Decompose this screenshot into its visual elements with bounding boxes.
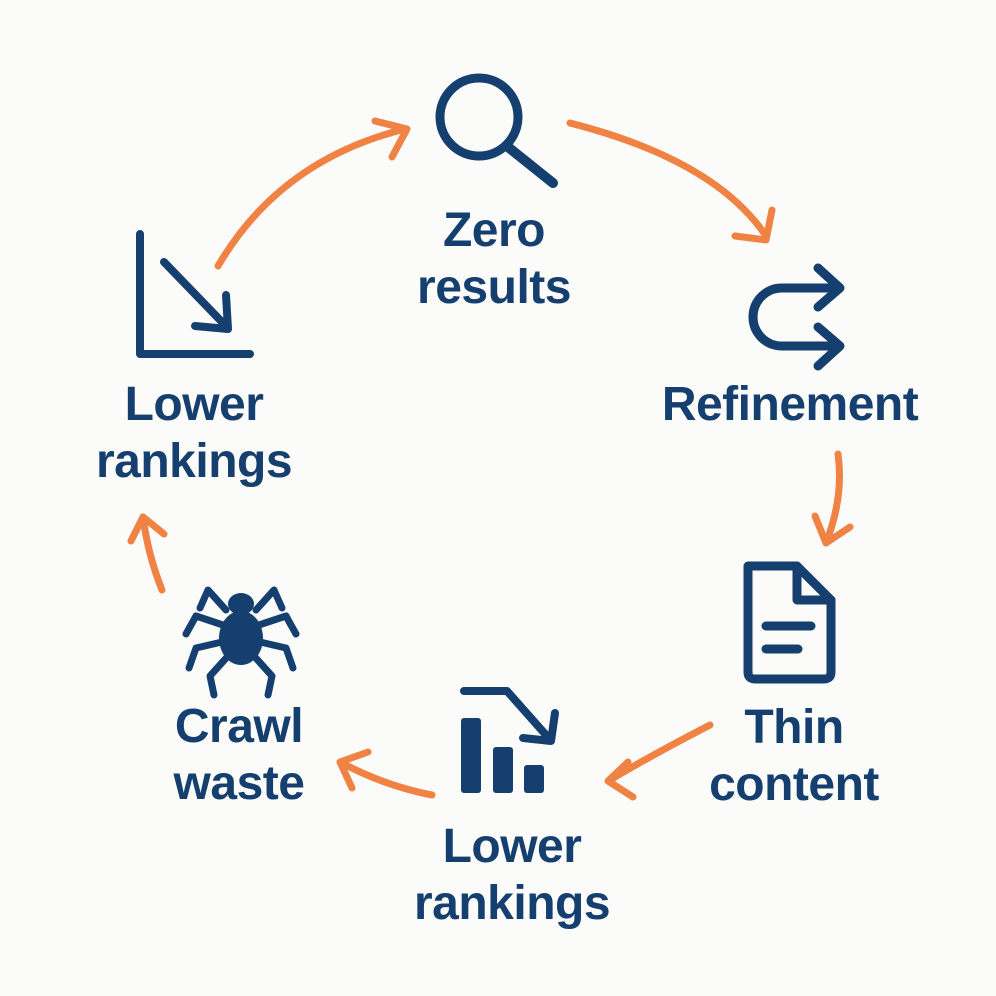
node-label-lower-rankings-bottom: Lower rankings [413,820,611,930]
arrow-lower-rankings-to-crawl [336,748,436,799]
node-label-refinement: Refinement [661,378,919,431]
redirect-arrow-icon [748,263,845,371]
node-label-thin-content: Thin content [709,701,879,811]
arrow-crawl-to-lower-rankings [127,513,168,594]
bar-chart-decline-icon [460,687,559,793]
search-icon [435,73,558,188]
document-icon [743,561,836,684]
arrow-zero-to-refinement [566,119,776,244]
node-label-crawl-waste: Crawl waste [173,700,305,810]
arrow-refinement-to-thin [811,450,854,547]
trend-down-icon [136,230,254,358]
arrow-thin-to-lower-rankings [604,721,714,801]
node-label-zero-results: Zero results [417,204,571,314]
arrow-lower-rankings-to-zero [214,117,411,270]
spider-icon [182,586,300,699]
node-label-lower-rankings-left: Lower rankings [95,378,293,488]
